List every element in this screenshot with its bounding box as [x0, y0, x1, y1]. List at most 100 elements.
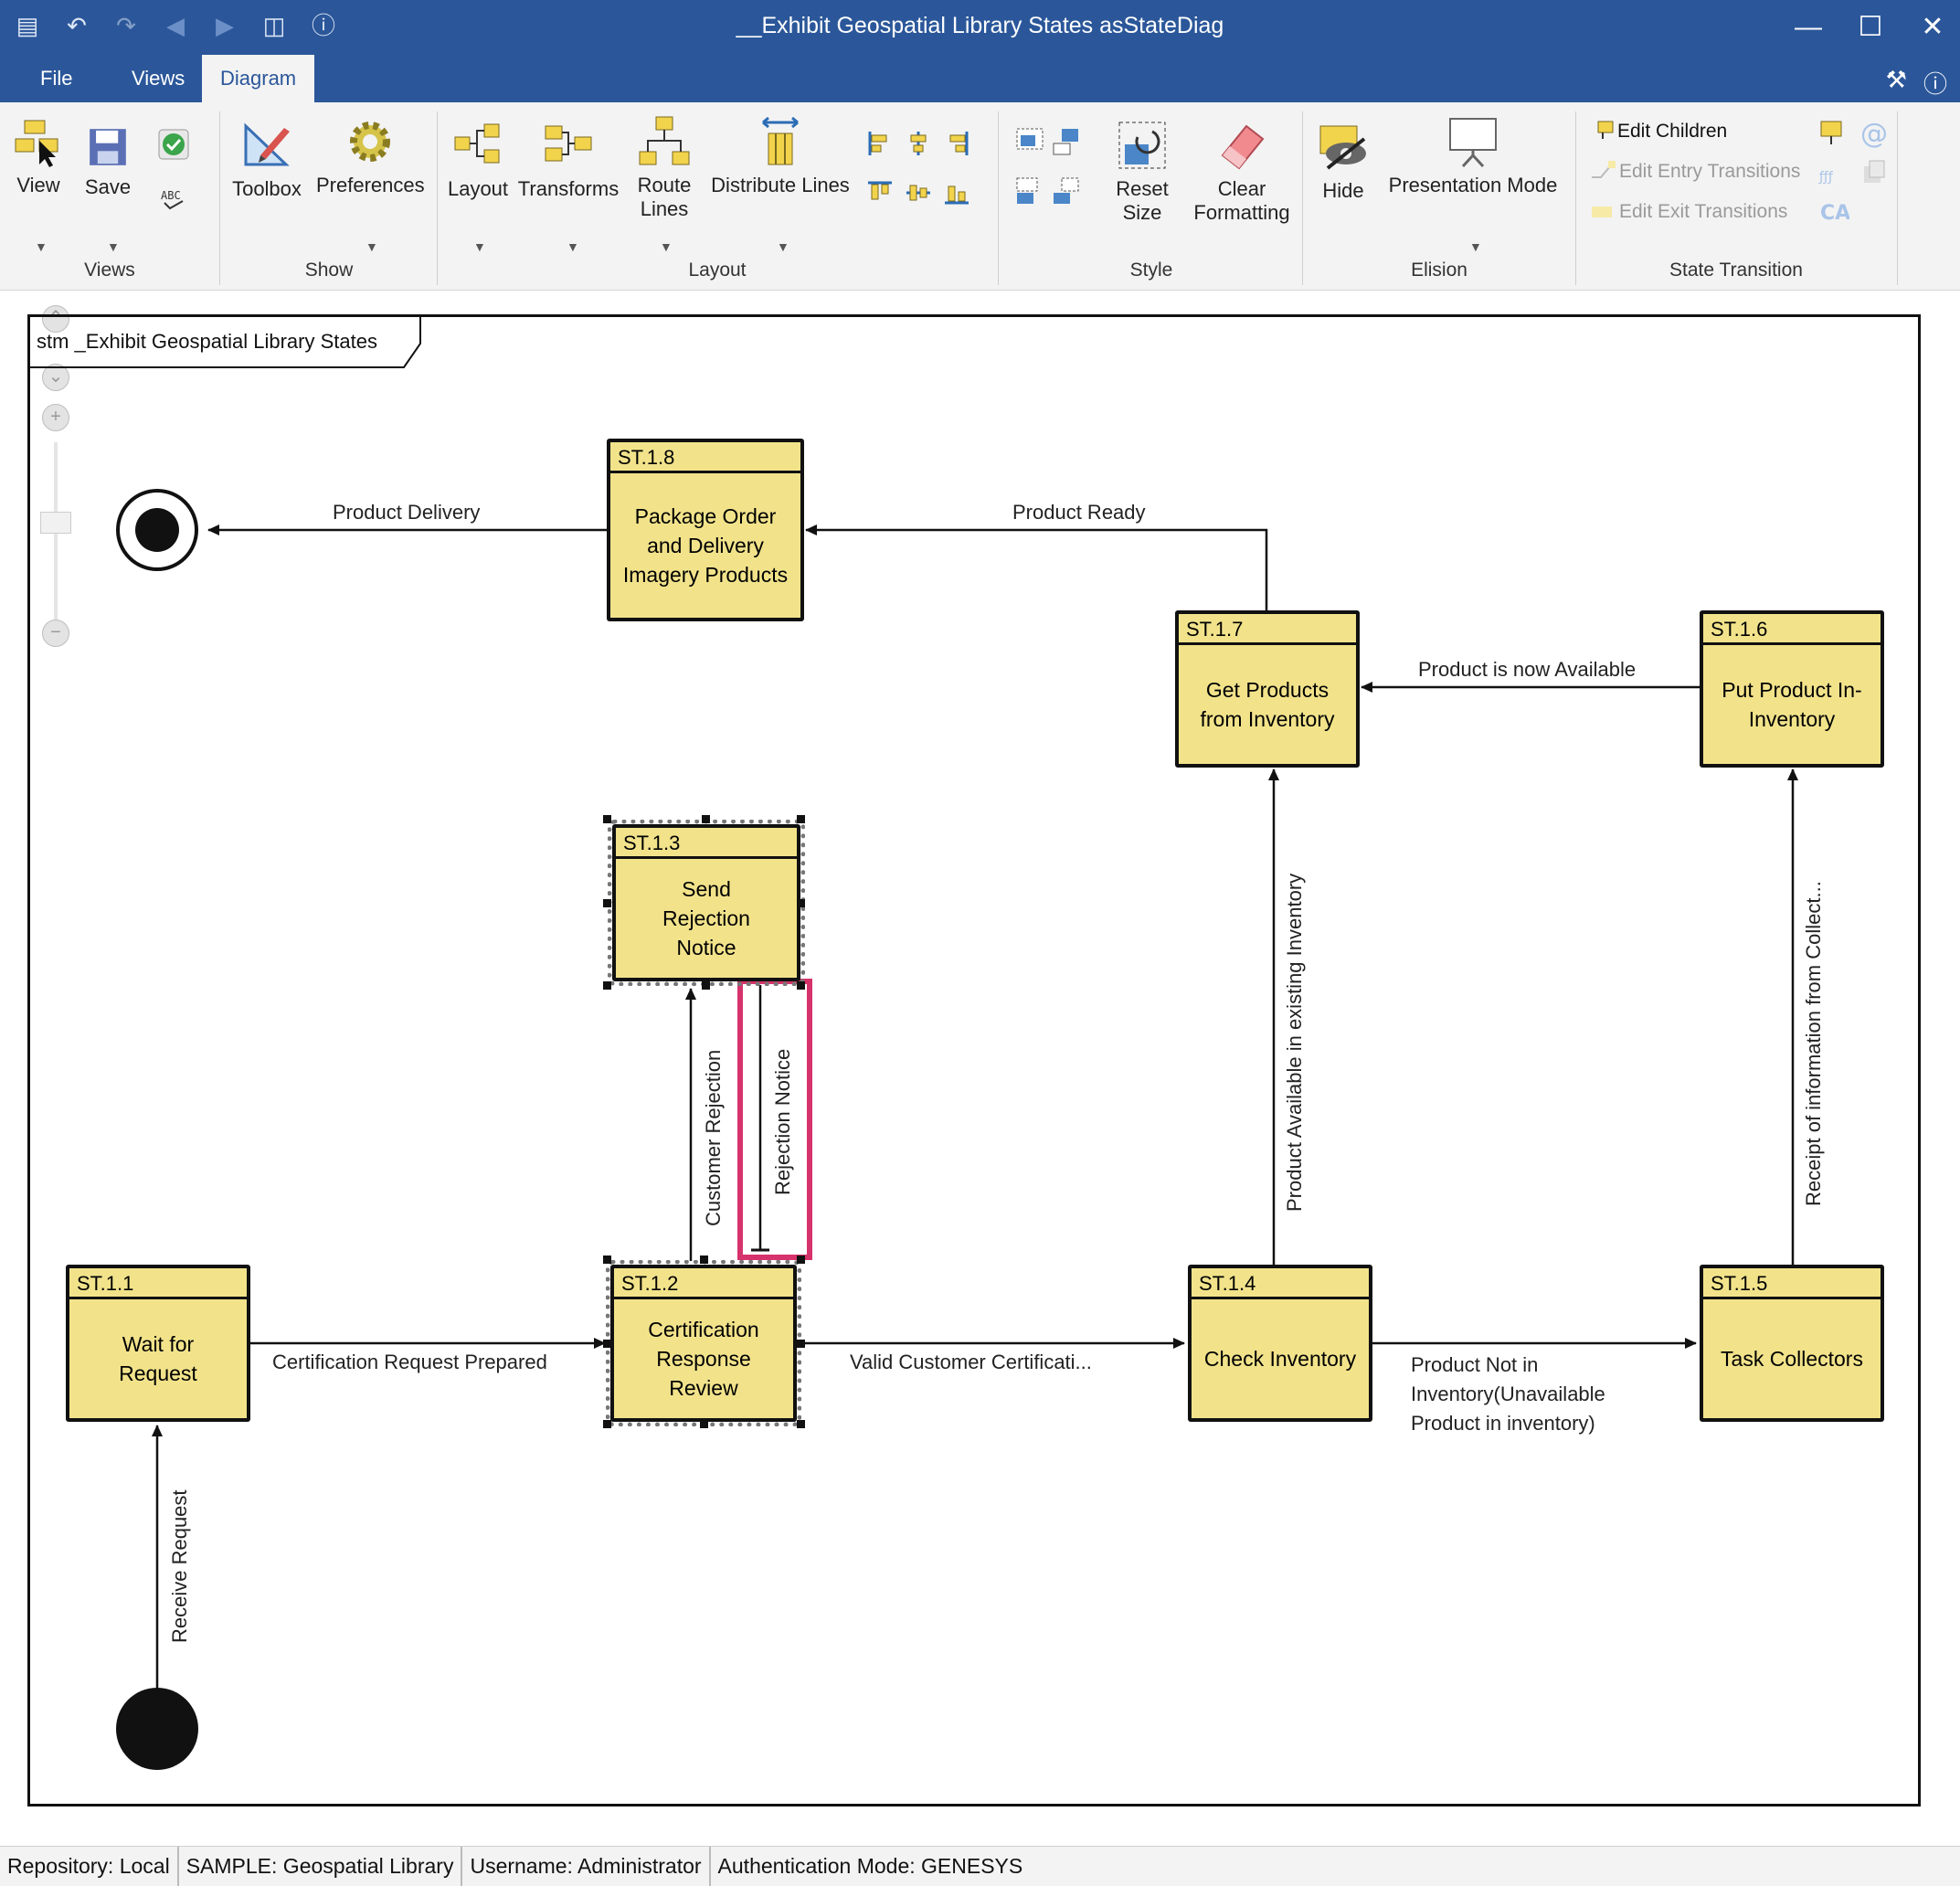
hide-button[interactable]: Hide	[1316, 121, 1371, 203]
align-bottom-icon[interactable]	[943, 179, 970, 207]
at-sign-icon[interactable]: @	[1859, 117, 1890, 148]
view-button[interactable]: View	[9, 115, 68, 197]
tab-views[interactable]: Views	[132, 67, 185, 90]
app-icon[interactable]: ▤	[16, 12, 39, 39]
selection-handle[interactable]	[797, 1420, 805, 1428]
reset-size-label-2: Size	[1122, 201, 1162, 224]
layout-group-label: Layout	[688, 260, 747, 281]
ca-icon[interactable]: CA	[1818, 197, 1849, 228]
selection-handle[interactable]	[797, 1340, 805, 1348]
edit-exit-transitions-button[interactable]: Edit Exit Transitions	[1619, 201, 1788, 222]
distribute-lines-dropdown-icon[interactable]: ▼	[777, 239, 789, 254]
validate-check-icon[interactable]	[157, 128, 190, 161]
selection-handle[interactable]	[700, 1420, 708, 1428]
selection-handle[interactable]	[603, 981, 611, 990]
transforms-button[interactable]: Transforms	[517, 119, 620, 201]
maximize-icon[interactable]: ☐	[1858, 12, 1883, 42]
state-st-1-4[interactable]: ST.1.4 Check Inventory	[1188, 1265, 1372, 1422]
label-product-ready: Product Ready	[1012, 501, 1146, 524]
selection-handle[interactable]	[603, 815, 611, 823]
route-lines-icon	[639, 116, 690, 165]
align-middle-icon[interactable]	[905, 179, 932, 207]
edit-children-button[interactable]: Edit Children	[1617, 121, 1728, 142]
edit-entry-transitions-button[interactable]: Edit Entry Transitions	[1619, 161, 1801, 182]
back-icon[interactable]: ◀	[166, 12, 185, 39]
presentation-mode-button[interactable]: Presentation Mode	[1382, 115, 1564, 197]
state-st-1-7[interactable]: ST.1.7 Get Products from Inventory	[1175, 610, 1360, 768]
initial-node[interactable]	[116, 1688, 198, 1770]
route-lines-dropdown-icon[interactable]: ▼	[660, 239, 673, 254]
label-line: Product Not in	[1411, 1353, 1539, 1376]
layout-icon	[454, 123, 500, 164]
selection-handle[interactable]	[702, 981, 710, 990]
selection-handle[interactable]	[797, 899, 805, 907]
transition-product-ready[interactable]	[805, 524, 1268, 610]
selection-handle[interactable]	[700, 1256, 708, 1264]
style-line-icon[interactable]	[1051, 126, 1082, 157]
redo-icon[interactable]: ↷	[116, 12, 136, 39]
forward-icon[interactable]: ▶	[216, 12, 234, 39]
settings-tools-icon[interactable]: ⚒	[1885, 66, 1907, 93]
tab-diagram[interactable]: Diagram	[202, 55, 315, 102]
preferences-button[interactable]: Preferences	[316, 115, 425, 197]
clear-formatting-button[interactable]: Clear Formatting	[1188, 119, 1296, 225]
style-shape-icon[interactable]	[1051, 175, 1082, 207]
notes-icon[interactable]	[1860, 159, 1888, 186]
state-st-1-8[interactable]: ST.1.8 Package Order and Delivery Imager…	[607, 439, 804, 621]
presentation-dropdown-icon[interactable]: ▼	[1469, 239, 1482, 254]
undo-icon[interactable]: ↶	[67, 12, 87, 39]
minimize-icon[interactable]: —	[1795, 12, 1822, 42]
state-note-icon[interactable]	[1818, 119, 1846, 146]
zoom-slider-track[interactable]	[54, 442, 58, 634]
layout-button[interactable]: Layout	[446, 119, 510, 201]
selection-handle[interactable]	[797, 981, 805, 990]
align-right-icon[interactable]	[943, 130, 970, 157]
state-name: Put Product In-Inventory	[1722, 678, 1862, 731]
state-st-1-2[interactable]: ST.1.2 Certification Response Review	[606, 1260, 801, 1426]
tab-file[interactable]: File	[40, 67, 73, 90]
state-st-1-1[interactable]: ST.1.1 Wait for Request	[66, 1265, 250, 1422]
selection-handle[interactable]	[702, 815, 710, 823]
align-top-icon[interactable]	[866, 179, 894, 207]
info-icon[interactable]: ⓘ	[311, 12, 335, 39]
properties-icon[interactable]: ◫	[262, 12, 286, 39]
layout-label: Layout	[447, 177, 509, 200]
spellcheck-icon[interactable]: ABC	[159, 183, 188, 212]
state-st-1-3[interactable]: ST.1.3 Send Rejection Notice	[608, 820, 805, 986]
label-tag-icon[interactable]: ƒƒƒ	[1818, 161, 1846, 188]
state-st-1-5[interactable]: ST.1.5 Task Collectors	[1700, 1265, 1884, 1422]
selection-handle[interactable]	[603, 1340, 611, 1348]
zoom-slider-thumb[interactable]	[40, 512, 71, 534]
toolbox-button[interactable]: Toolbox	[228, 119, 305, 201]
transforms-dropdown-icon[interactable]: ▼	[567, 239, 579, 254]
save-button[interactable]: Save	[82, 124, 133, 199]
frame-title: stm _Exhibit Geospatial Library States	[37, 330, 377, 353]
align-center-icon[interactable]	[905, 130, 932, 157]
style-fill-icon[interactable]	[1014, 126, 1045, 157]
selection-handle[interactable]	[797, 1256, 805, 1264]
elision-group-label: Elision	[1411, 260, 1467, 281]
selection-handle[interactable]	[797, 815, 805, 823]
state-st-1-6[interactable]: ST.1.6 Put Product In-Inventory	[1700, 610, 1884, 768]
layout-dropdown-icon[interactable]: ▼	[473, 239, 486, 254]
label-receipt-of-information: Receipt of information from Collect...	[1802, 881, 1825, 1206]
selection-handle[interactable]	[603, 899, 611, 907]
save-dropdown-icon[interactable]: ▼	[107, 239, 120, 254]
help-icon[interactable]: ⓘ	[1923, 70, 1947, 98]
save-icon	[90, 129, 126, 165]
style-font-icon[interactable]	[1014, 175, 1045, 207]
reset-size-button[interactable]: Reset Size	[1107, 119, 1177, 225]
preferences-dropdown-icon[interactable]: ▼	[366, 239, 378, 254]
pan-up-icon[interactable]: ⌃	[42, 305, 69, 333]
diagram-frame	[27, 314, 1921, 1807]
selection-handle[interactable]	[603, 1420, 611, 1428]
close-icon[interactable]: ✕	[1921, 12, 1944, 42]
align-left-icon[interactable]	[866, 130, 894, 157]
zoom-in-icon[interactable]: +	[42, 404, 69, 431]
route-lines-button[interactable]: Route Lines	[629, 115, 700, 221]
view-dropdown-icon[interactable]: ▼	[35, 239, 48, 254]
selection-handle[interactable]	[603, 1256, 611, 1264]
distribute-lines-button[interactable]: Distribute Lines	[707, 115, 853, 197]
zoom-out-icon[interactable]: −	[42, 620, 69, 647]
diagram-canvas[interactable]	[0, 291, 1960, 1844]
